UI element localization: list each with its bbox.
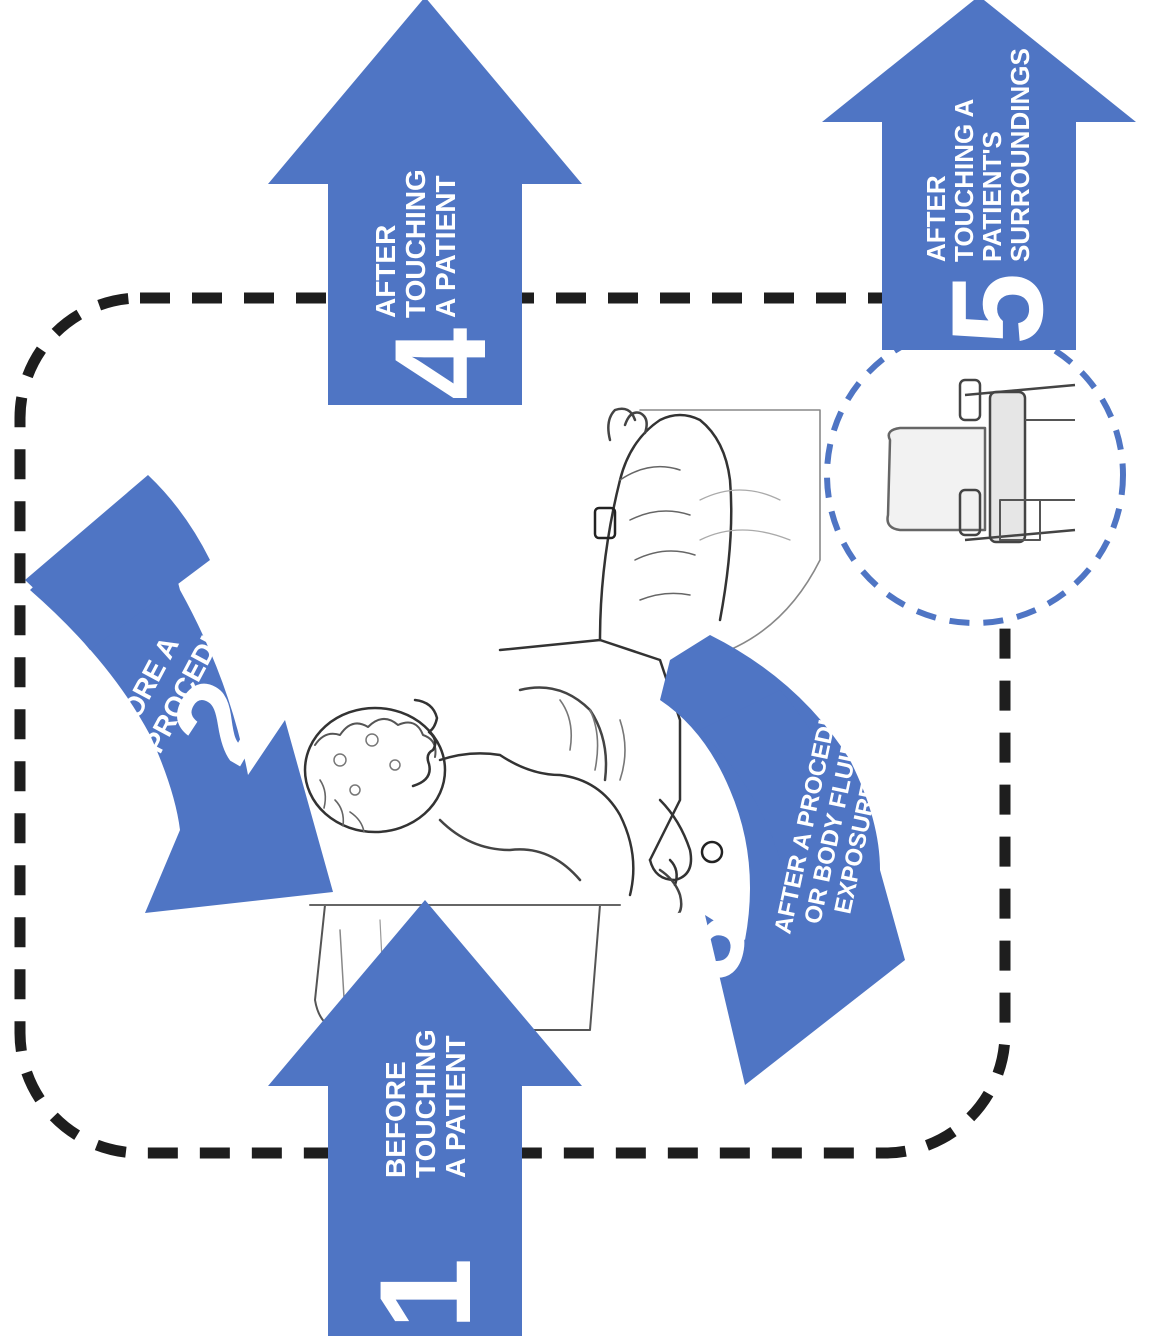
moment-4-line-3: A PATIENT [430, 175, 461, 318]
moment-4-line-1: AFTER [370, 225, 401, 318]
moment-5-line-2: TOUCHING A [949, 99, 979, 262]
moment-1-number: 1 [352, 1258, 498, 1330]
bed-rail-sketch-icon [886, 378, 1076, 544]
moment-1-line-1: BEFORE [380, 1061, 411, 1178]
moment-1-line-3: A PATIENT [440, 1035, 471, 1178]
moment-4-number: 4 [367, 328, 513, 400]
moment-4-arrow: 4 AFTER TOUCHING A PATIENT [268, 0, 582, 405]
moment-5-line-3: PATIENT'S [977, 131, 1007, 262]
moment-2-arrow: 2 BEFORE A PROCEDURE [25, 475, 333, 913]
moment-4-line-2: TOUCHING [400, 169, 431, 318]
moment-5-line-1: AFTER [921, 175, 951, 262]
moment-5-number: 5 [924, 273, 1070, 345]
moment-3-arrow: 3 AFTER A PROCEDURE OR BODY FLUID EXPOSU… [629, 635, 905, 1085]
moment-1-arrow: 1 BEFORE TOUCHING A PATIENT [268, 900, 582, 1336]
surroundings-zone [824, 324, 1126, 626]
moment-5-arrow: 5 AFTER TOUCHING A PATIENT'S SURROUNDING… [822, 0, 1136, 350]
moment-5-line-4: SURROUNDINGS [1005, 48, 1035, 262]
moment-1-line-2: TOUCHING [410, 1029, 441, 1178]
